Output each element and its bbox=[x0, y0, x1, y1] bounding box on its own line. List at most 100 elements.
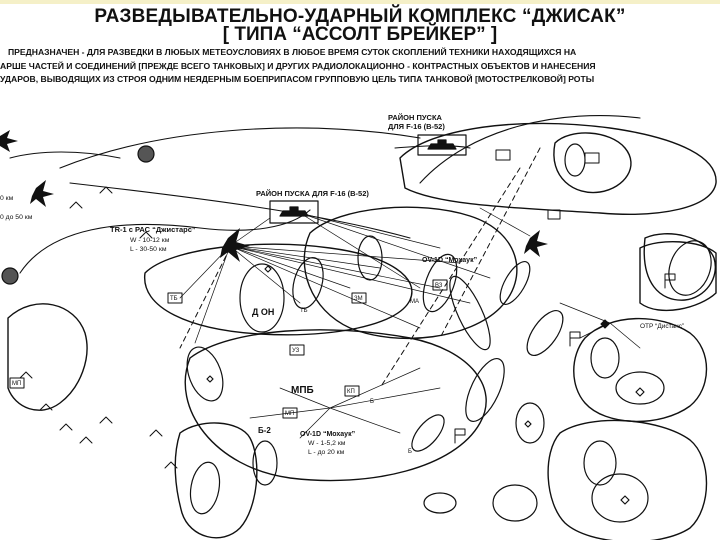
flag-icon bbox=[569, 331, 581, 347]
radar-stations bbox=[1, 145, 155, 285]
unit-marker bbox=[289, 344, 305, 356]
unit-marker bbox=[282, 407, 298, 419]
unit-oval bbox=[423, 492, 457, 514]
aircraft-icon bbox=[524, 230, 548, 257]
zone-left bbox=[7, 303, 88, 411]
target-icon bbox=[635, 387, 645, 397]
battlefield-diagram: РАЙОН ПУСКА ДЛЯ F-16 (B-52) РАЙОН ПУСКА … bbox=[0, 113, 717, 540]
label-tag-2: МП bbox=[12, 381, 21, 387]
ray bbox=[299, 212, 491, 279]
sensor-rays bbox=[179, 207, 641, 439]
terrain-mark bbox=[79, 436, 93, 444]
label-tag-4: ЗМ bbox=[354, 296, 363, 302]
unit-marker bbox=[351, 292, 367, 304]
terrain-mark bbox=[19, 371, 33, 379]
terrain-mark bbox=[69, 201, 83, 209]
attack-line bbox=[379, 167, 521, 389]
label-tag-7: МА bbox=[410, 299, 419, 305]
label-mpb: МПБ bbox=[291, 385, 314, 396]
unit-marker bbox=[344, 385, 360, 397]
target-icon bbox=[524, 420, 532, 428]
diagram-labels: РАЙОН ПУСКА ДЛЯ F-16 (B-52) РАЙОН ПУСКА … bbox=[0, 113, 684, 456]
label-ov-bottom-l: L - до 20 км bbox=[308, 449, 345, 456]
attack-line bbox=[179, 247, 231, 349]
label-tag-9: КП bbox=[347, 389, 355, 395]
ray bbox=[479, 207, 531, 237]
unit-oval bbox=[357, 235, 383, 281]
target-icon bbox=[620, 495, 630, 505]
label-tag-10: Б-2 bbox=[258, 426, 271, 435]
label-tag-5: ТБ bbox=[300, 308, 308, 314]
zone-center bbox=[303, 206, 518, 340]
unit-marker bbox=[584, 152, 600, 164]
flag-icon bbox=[454, 428, 466, 444]
top-band bbox=[0, 0, 720, 4]
unit-marker bbox=[9, 377, 25, 389]
unit-oval bbox=[252, 440, 278, 486]
zone-center-bottom bbox=[184, 329, 487, 482]
label-tag-11: Б bbox=[408, 449, 412, 455]
flight-path bbox=[9, 151, 121, 159]
unit-oval bbox=[591, 473, 649, 523]
ray bbox=[279, 387, 331, 409]
aircraft bbox=[0, 130, 548, 262]
label-tag-6: ВЗ bbox=[435, 283, 443, 289]
label-left-km-1: 0 км bbox=[0, 195, 14, 202]
label-tag-12: Б bbox=[370, 399, 374, 405]
unit-marker bbox=[167, 292, 183, 304]
zone-outlines bbox=[7, 122, 717, 540]
unit-oval bbox=[292, 257, 324, 309]
label-tag-1: ТБ bbox=[170, 296, 178, 302]
terrain-mark bbox=[139, 231, 153, 239]
unit-marker bbox=[432, 279, 448, 291]
ray bbox=[609, 322, 641, 349]
unit-oval bbox=[465, 358, 505, 422]
target-icon bbox=[206, 375, 214, 383]
unit-oval bbox=[186, 346, 224, 402]
attack-line bbox=[439, 147, 541, 339]
radar-icon bbox=[137, 145, 155, 163]
page-title: РАЗВЕДЫВАТЕЛЬНО-УДАРНЫЙ КОМПЛЕКС “ДЖИСАК… bbox=[94, 6, 626, 27]
zone-right-top bbox=[399, 122, 717, 215]
terrain-mark bbox=[149, 429, 163, 437]
description-line-2: АРШЕ ЧАСТЕЙ И СОЕДИНЕНИЙ [ПРЕЖДЕ ВСЕГО Т… bbox=[0, 60, 596, 71]
unit-oval bbox=[449, 275, 491, 351]
label-launch-area-1b: ДЛЯ F-16 (B-52) bbox=[388, 122, 445, 131]
ray bbox=[229, 217, 271, 247]
aircraft-icon bbox=[0, 130, 18, 152]
flight-path bbox=[19, 209, 311, 274]
description-line-1: ПРЕДНАЗНАЧЕН - ДЛЯ РАЗВЕДКИ В ЛЮБЫХ МЕТЕ… bbox=[8, 47, 577, 57]
unit-oval bbox=[499, 261, 531, 305]
ray bbox=[229, 245, 471, 304]
label-tr1-w: W - 10-12 км bbox=[130, 237, 170, 244]
ray bbox=[329, 407, 401, 434]
launch-box bbox=[417, 134, 467, 156]
unit-oval bbox=[239, 263, 285, 333]
flag-icon bbox=[664, 273, 676, 289]
ray bbox=[229, 245, 441, 289]
flight-path bbox=[59, 127, 421, 169]
ray bbox=[194, 245, 231, 344]
label-don: Д ОН bbox=[252, 307, 274, 317]
unit-oval bbox=[564, 143, 586, 177]
tank-icon bbox=[427, 139, 457, 150]
terrain-mark bbox=[39, 403, 53, 411]
label-left-km-2: 0 до 50 км bbox=[0, 214, 33, 221]
unit-oval bbox=[492, 484, 538, 522]
ray bbox=[229, 245, 301, 304]
aircraft-icon bbox=[30, 180, 54, 207]
terrain-mark bbox=[99, 186, 113, 194]
unit-oval bbox=[583, 440, 617, 486]
zone-bottom-left bbox=[174, 422, 258, 539]
unit-marker bbox=[547, 209, 561, 220]
label-tag-8: МП bbox=[285, 411, 294, 417]
page-subtitle: [ ТИПА “АССОЛТ БРЕЙКЕР” ] bbox=[222, 24, 498, 45]
label-tr1: TR-1 с РАС “Джистарс” bbox=[110, 225, 196, 234]
launch-box bbox=[269, 200, 319, 224]
terrain-mark bbox=[164, 461, 178, 469]
ray bbox=[329, 387, 441, 409]
terrain-mark bbox=[99, 416, 113, 424]
ray bbox=[229, 245, 461, 264]
label-tag-3: УЗ bbox=[292, 348, 300, 354]
zone-far-right bbox=[643, 233, 716, 301]
